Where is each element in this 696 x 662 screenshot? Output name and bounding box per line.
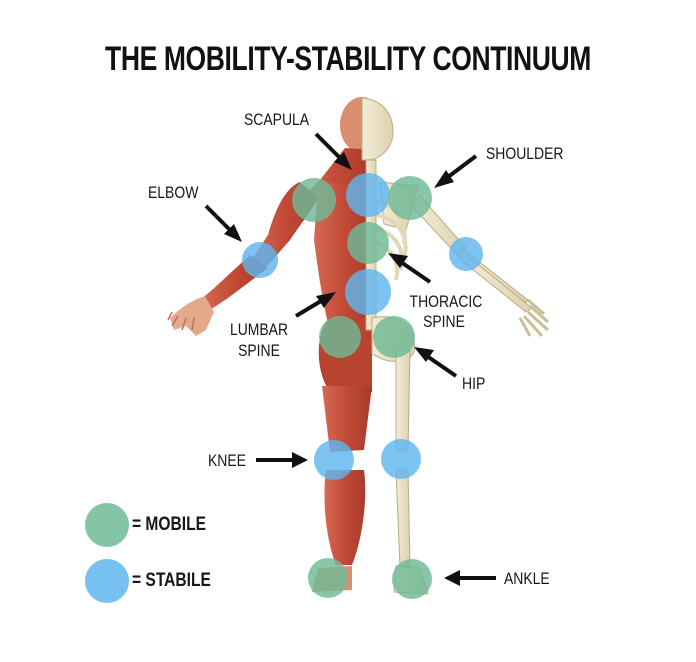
label-thoracic-spine-line1: THORACIC (409, 292, 483, 311)
joint-left-ankle-mobile (308, 558, 348, 598)
pointer-arrows (204, 132, 496, 586)
legend-stabile-swatch (85, 559, 129, 603)
label-lumbar-spine-line2: SPINE (238, 341, 280, 360)
legend-stabile-label: = STABILE (132, 570, 211, 591)
label-shoulder: SHOULDER (486, 144, 564, 163)
diagram-title: THE MOBILITY-STABILITY CONTINUUM (105, 40, 591, 78)
label-lumbar-spine-line1: LUMBAR (229, 320, 289, 339)
joint-lumbar-spine-stabile (345, 269, 391, 315)
arrow-thoracic-spine (396, 258, 432, 284)
joint-right-knee-stabile (381, 439, 421, 479)
joint-left-elbow-stabile (242, 242, 278, 278)
joint-markers (242, 173, 483, 599)
label-knee: KNEE (208, 451, 246, 470)
joint-left-hip-mobile (319, 316, 361, 358)
joint-left-knee-stabile (314, 440, 354, 480)
legend-mobile-label: = MOBILE (132, 514, 207, 535)
label-ankle: ANKLE (504, 569, 550, 588)
joint-right-ankle-mobile (392, 559, 432, 599)
label-scapula: SCAPULA (244, 110, 310, 129)
joint-thoracic-spine-mobile (347, 222, 389, 264)
joint-scapula-stabile (346, 173, 390, 217)
joint-right-shoulder-mobile (388, 176, 432, 220)
joint-left-shoulder-mobile (292, 178, 336, 222)
joint-right-hip-mobile (373, 316, 415, 358)
arrow-hip (422, 352, 458, 378)
legend-mobile-swatch (85, 503, 129, 547)
label-elbow: ELBOW (148, 183, 199, 202)
label-thoracic-spine-line2: SPINE (423, 312, 465, 331)
label-hip: HIP (462, 374, 486, 393)
joint-right-elbow-stabile (449, 237, 483, 271)
